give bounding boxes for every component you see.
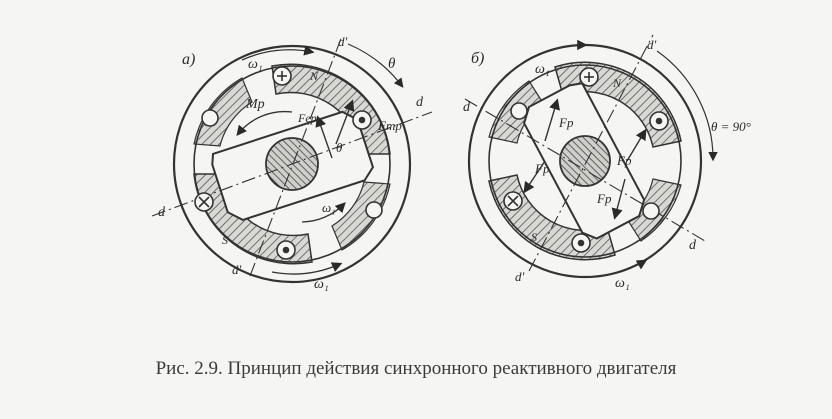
panel-label-a: а): [182, 51, 195, 68]
conductors-b: [503, 67, 669, 253]
pole-S-label-a: S: [222, 233, 228, 247]
force-label-b-3: Fp: [616, 153, 632, 168]
force-label-inner-a: Fep: [297, 111, 317, 125]
force-arrow-b-2: [523, 160, 546, 194]
pole-N-label-a: N: [309, 69, 319, 83]
slots-a: [201, 109, 383, 219]
dprime-axis-b: [528, 34, 654, 272]
stator-outer-ring-a: [172, 44, 412, 284]
theta-arc-b: [656, 50, 718, 162]
pole-N-label-b: N: [612, 76, 622, 90]
d-label-left-a: d: [158, 205, 166, 220]
force-label-b-2: Fp: [534, 161, 550, 176]
force-arrow-a-1: [315, 115, 333, 159]
omega-arrow-bottom-a: [271, 262, 343, 275]
diagram-b: б) ω₁ ω₁ d d d' d' θ = 90° Fp Fp Fp Fp N…: [463, 34, 751, 291]
omega-label-bottom-a: ω₁: [314, 277, 329, 292]
diagram-a: а) ω₁ ω₁ ω₁ d d d' d' θ θ Mp Fep Fmp N S: [151, 34, 433, 292]
figure-caption: Рис. 2.9. Принцип действия синхронного р…: [155, 358, 677, 379]
force-arrow-b-4: [611, 178, 626, 220]
force-label-b-1: Fp: [558, 115, 574, 130]
dprime-label-bottom-a: d': [232, 262, 242, 277]
omega-arrow-bottom-b: [584, 259, 648, 278]
omega-arrow-rotor-a: [301, 202, 346, 223]
force-label-outer-a: Fmp: [377, 118, 402, 133]
theta-label-outer-a: θ: [388, 56, 396, 72]
d-label-right-a: d: [416, 95, 424, 110]
torque-arrow-a: [236, 110, 293, 137]
force-arrow-b-1: [544, 98, 560, 142]
omega-label-top-b: ω₁: [535, 62, 550, 77]
omega-label-rotor-a: ω₁: [322, 200, 336, 215]
omega-label-top-a: ω₁: [248, 57, 263, 72]
force-arrow-a-2: [335, 99, 355, 145]
pole-S-label-b: S: [531, 230, 537, 244]
torque-label-a: Mp: [245, 97, 265, 112]
force-arrow-b-3: [626, 128, 647, 162]
dprime-axis-a: [249, 35, 343, 277]
force-label-b-4: Fp: [596, 191, 612, 206]
slots-b: [510, 102, 660, 220]
dprime-label-top-a: d': [338, 34, 348, 49]
shaft-b: [559, 135, 611, 187]
d-label-right-b: d: [689, 238, 697, 253]
theta-label-b: θ = 90°: [711, 119, 751, 134]
dprime-label-top-b: d': [647, 37, 657, 52]
panel-label-b: б): [471, 50, 484, 67]
theta-arc-a: [347, 43, 404, 88]
d-axis-b: [464, 98, 706, 242]
theta-label-inner-a: θ: [336, 140, 343, 155]
omega-arrow-top-a: [241, 45, 315, 61]
d-label-left-b: d: [463, 100, 471, 115]
dprime-label-bottom-b: d': [515, 269, 525, 284]
conductors-a: [194, 66, 372, 260]
omega-label-bottom-b: ω₁: [615, 276, 630, 291]
omega-arrow-top-b: [524, 39, 588, 62]
